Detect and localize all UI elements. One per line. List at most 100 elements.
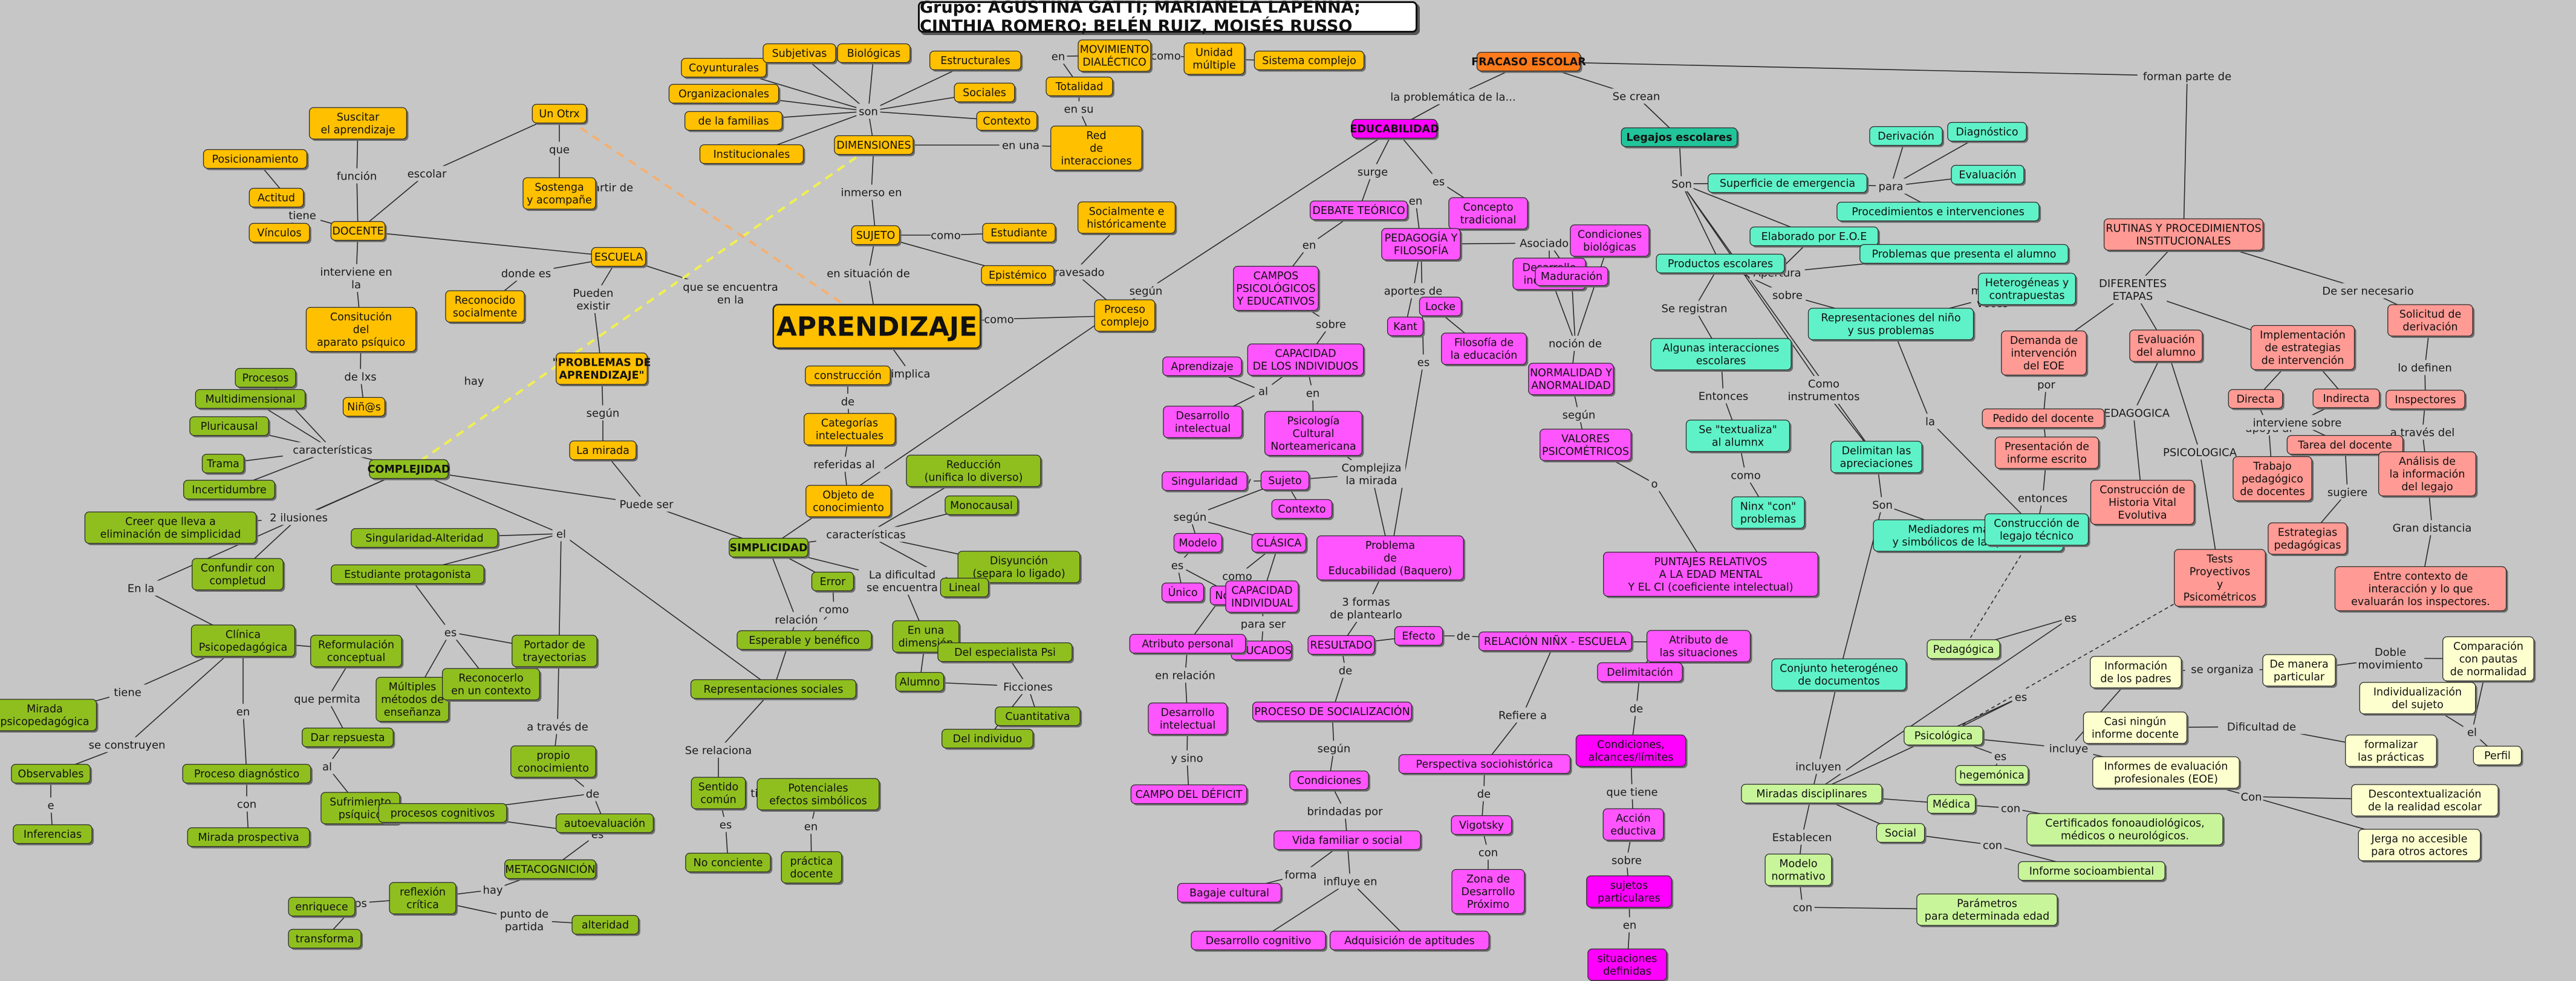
concept-node-perfil[interactable]: Perfil bbox=[2473, 745, 2523, 767]
concept-node-escuela[interactable]: ESCUELA bbox=[591, 247, 648, 268]
concept-node-singularidad_m[interactable]: Singularidad bbox=[1162, 471, 1249, 493]
concept-node-miradaprosp[interactable]: Mirada prospectiva bbox=[187, 827, 311, 849]
concept-node-directa[interactable]: Directa bbox=[2228, 389, 2285, 410]
concept-node-reduccion[interactable]: Reducción(unifica lo diverso) bbox=[906, 455, 1042, 488]
concept-node-monocausal[interactable]: Monocausal bbox=[945, 495, 1020, 517]
concept-node-campodeficit[interactable]: CAMPO DEL DÉFICIT bbox=[1130, 784, 1249, 806]
concept-node-sistemacomplejo[interactable]: Sistema complejo bbox=[1254, 50, 1366, 72]
concept-node-legajos[interactable]: Legajos escolares bbox=[1621, 127, 1739, 149]
concept-node-indirecta[interactable]: Indirecta bbox=[2312, 388, 2381, 410]
concept-node-vigotsky[interactable]: Vigotsky bbox=[1451, 815, 1514, 837]
concept-node-contexto_m[interactable]: Contexto bbox=[1271, 499, 1334, 520]
concept-node-probalum[interactable]: Problemas que presenta el alumno bbox=[1859, 244, 2070, 265]
concept-node-delafamilia[interactable]: de la familias bbox=[684, 111, 784, 132]
concept-node-pluricausal[interactable]: Pluricausal bbox=[189, 416, 271, 438]
concept-node-perspectiva[interactable]: Perspectiva sociohistórica bbox=[1398, 754, 1572, 775]
concept-node-psicologica[interactable]: Psicológica bbox=[1904, 725, 1985, 747]
concept-node-delespecialista[interactable]: Del especialista Psi bbox=[937, 642, 1074, 664]
concept-node-complejidad[interactable]: COMPLEJIDAD bbox=[368, 459, 450, 481]
concept-node-hegemonica[interactable]: hegemónica bbox=[1955, 765, 2030, 786]
concept-node-inspectores[interactable]: Inspectores bbox=[2386, 389, 2467, 411]
concept-node-alumno[interactable]: Alumno bbox=[895, 672, 946, 693]
concept-node-educabilidad[interactable]: EDUCABILIDAD bbox=[1350, 118, 1439, 140]
concept-node-proccog[interactable]: procesos cognitivos bbox=[378, 803, 509, 824]
concept-node-locke[interactable]: Locke bbox=[1419, 296, 1463, 318]
concept-node-tarea[interactable]: Tarea del docente bbox=[2286, 435, 2405, 456]
concept-node-delimitacion[interactable]: Delimitación bbox=[1597, 662, 1685, 684]
concept-node-elaborado[interactable]: Elaborado por E.O.E bbox=[1749, 226, 1880, 248]
concept-node-institucionales[interactable]: Institucionales bbox=[699, 144, 805, 166]
concept-node-darrespuesta[interactable]: Dar repsuesta bbox=[302, 727, 395, 749]
concept-node-setextualiza[interactable]: Se "textualiza"al alumnx bbox=[1685, 419, 1792, 453]
concept-node-lamirada[interactable]: La mirada bbox=[569, 440, 638, 462]
concept-node-modelo[interactable]: Modelo bbox=[1173, 533, 1224, 554]
concept-node-unico[interactable]: Único bbox=[1161, 582, 1206, 604]
concept-node-estructurales[interactable]: Estructurales bbox=[929, 50, 1023, 72]
concept-node-procesos[interactable]: Procesos bbox=[235, 367, 298, 389]
concept-node-coyunturales[interactable]: Coyunturales bbox=[681, 57, 769, 79]
concept-node-noconciente[interactable]: No conciente bbox=[685, 852, 773, 874]
concept-node-condalc[interactable]: Condiciones,alcances/límites bbox=[1575, 734, 1688, 768]
concept-node-vinculos[interactable]: Vínculos bbox=[249, 222, 311, 244]
concept-node-transforma[interactable]: transforma bbox=[288, 928, 363, 950]
concept-node-alteridad[interactable]: alteridad bbox=[571, 915, 640, 936]
concept-node-actitud[interactable]: Actitud bbox=[249, 187, 305, 209]
concept-node-biologicas[interactable]: Biológicas bbox=[837, 43, 912, 65]
concept-node-estudiante[interactable]: Estudiante bbox=[982, 222, 1057, 244]
concept-node-procint[interactable]: Procedimientos e intervenciones bbox=[1836, 201, 2041, 223]
concept-node-desarrollocog[interactable]: Desarrollo cognitivo bbox=[1191, 930, 1327, 952]
concept-node-ninos[interactable]: Niñ@s bbox=[342, 397, 387, 418]
concept-node-totalidad[interactable]: Totalidad bbox=[1046, 76, 1114, 98]
concept-node-disyuncion[interactable]: Disyunción(separa lo ligado) bbox=[957, 551, 1082, 584]
concept-node-clasica[interactable]: CLÁSICA bbox=[1251, 533, 1308, 554]
concept-node-incertidumbre[interactable]: Incertidumbre bbox=[183, 479, 277, 501]
concept-node-dimensiones[interactable]: DIMENSIONES bbox=[834, 135, 916, 157]
concept-node-subjetivas[interactable]: Subjetivas bbox=[763, 43, 838, 65]
concept-node-construccion[interactable]: construcción bbox=[805, 365, 893, 387]
concept-node-inferencias[interactable]: Inferencias bbox=[13, 824, 94, 846]
concept-node-aprendizaje[interactable]: APRENDIZAJE bbox=[772, 303, 983, 350]
concept-node-organizacionales[interactable]: Organizacionales bbox=[668, 83, 781, 105]
concept-node-atributoper[interactable]: Atributo personal bbox=[1129, 633, 1247, 655]
